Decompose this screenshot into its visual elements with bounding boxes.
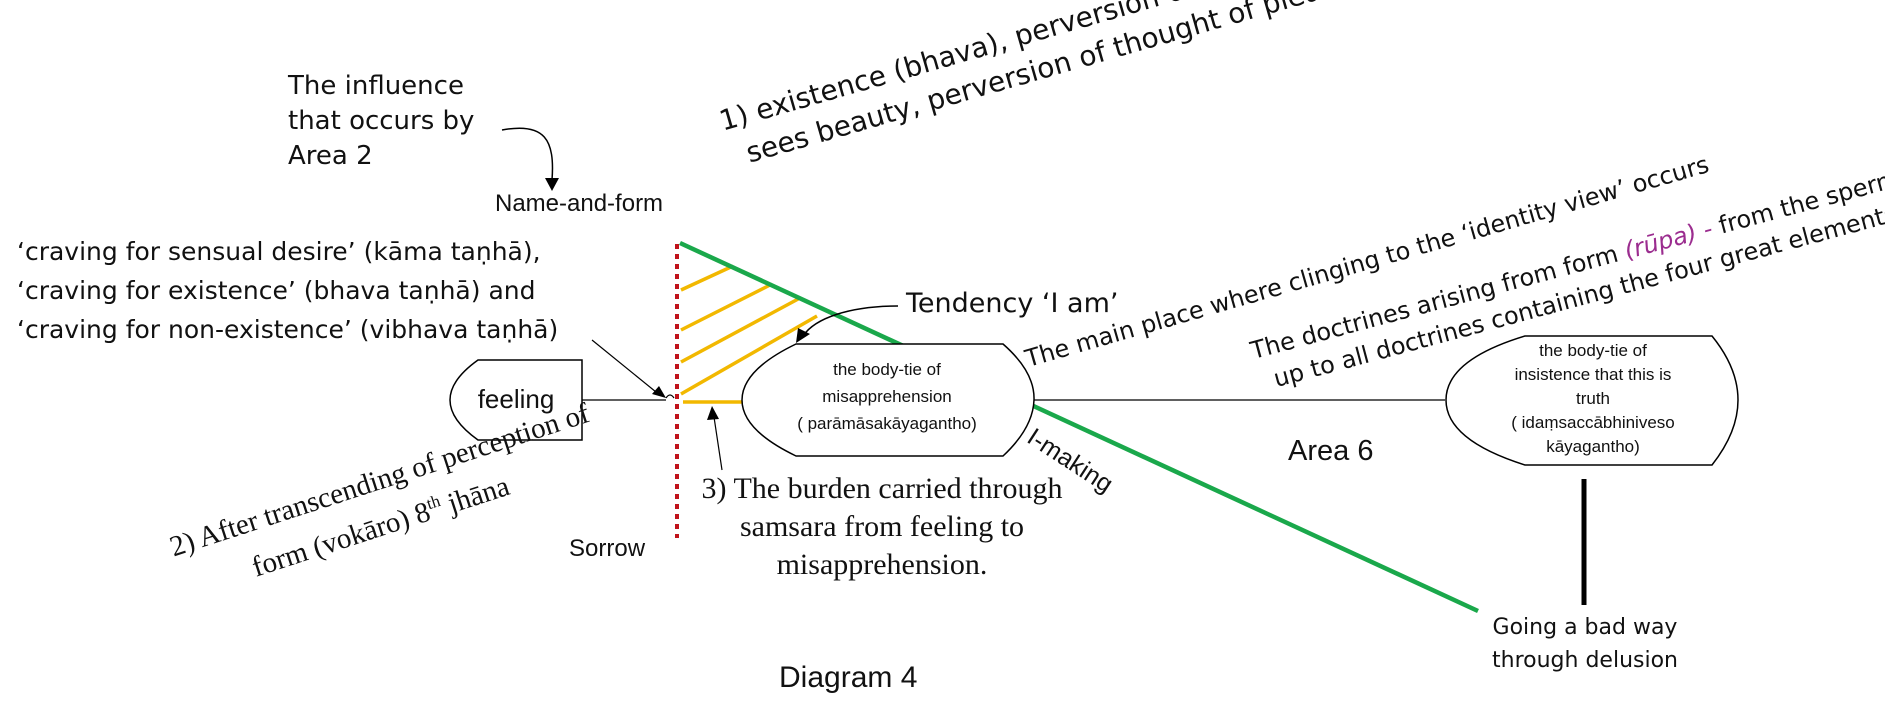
influence-line: The influence [288, 71, 464, 101]
burden-line: misapprehension. [776, 548, 988, 581]
body-tie-line: insistence that this is [1514, 365, 1672, 384]
burden-arrowhead [707, 406, 719, 420]
body-tie-line: ( idaṃsaccābhiniveso [1511, 413, 1675, 432]
junction-node [665, 394, 675, 399]
craving-arrow [591, 339, 657, 393]
tendency-label: Tendency ‘I am’ [906, 288, 1119, 319]
influence-arrowhead [545, 178, 559, 191]
burden-arrow [713, 416, 723, 471]
influence-line: that occurs by [288, 106, 475, 136]
body-tie-line: misapprehension [822, 387, 952, 406]
area6-label: Area 6 [1288, 435, 1374, 467]
body-tie-line: ( parāmāsakāyagantho) [797, 414, 977, 433]
feeling-label: feeling [477, 384, 555, 414]
influence-arrow [501, 127, 554, 181]
name-and-form-label: Name-and-form [495, 190, 664, 217]
burden-label: 3) The burden carried through samsara fr… [676, 470, 1088, 584]
yellow-hatching [680, 264, 818, 404]
body-tie-misapprehension-label: the body-tie of misapprehension ( parāmā… [752, 356, 1022, 437]
bad-way-label: Going a bad way through delusion [1480, 611, 1690, 677]
tendency-arrow [802, 305, 899, 337]
body-tie-line: kāyagantho) [1546, 437, 1640, 456]
burden-line: 3) The burden carried through [701, 472, 1063, 505]
craving-line: ‘craving for non-existence’ (vibhava taṇ… [17, 315, 559, 344]
sorrow-label: Sorrow [569, 535, 646, 562]
influence-line: Area 2 [288, 141, 373, 171]
feeling-shape [449, 359, 583, 441]
i-making-diagonal-line [679, 240, 1479, 614]
burden-line: samsara from feeling to [739, 510, 1025, 543]
tendency-arrowhead [796, 328, 810, 343]
craving-line: ‘craving for sensual desire’ (kāma taṇhā… [17, 237, 541, 266]
craving-arrowhead [652, 386, 666, 398]
influence-label: The influence that occurs by Area 2 [288, 69, 474, 174]
body-tie-insistence-label: the body-tie of insistence that this is … [1462, 339, 1724, 459]
bad-way-line: through delusion [1492, 648, 1678, 673]
body-tie-insistence-shape [1445, 335, 1739, 466]
body-tie-misapprehension-shape [741, 343, 1035, 457]
body-tie-line: truth [1575, 389, 1611, 408]
craving-label: ‘craving for sensual desire’ (kāma taṇhā… [17, 232, 558, 349]
diagram-caption: Diagram 4 [779, 661, 918, 694]
body-tie-line: the body-tie of [1539, 341, 1647, 360]
body-tie-line: the body-tie of [833, 360, 941, 379]
bad-way-line: Going a bad way [1492, 615, 1678, 640]
craving-line: ‘craving for existence’ (bhava taṇhā) an… [17, 276, 536, 305]
